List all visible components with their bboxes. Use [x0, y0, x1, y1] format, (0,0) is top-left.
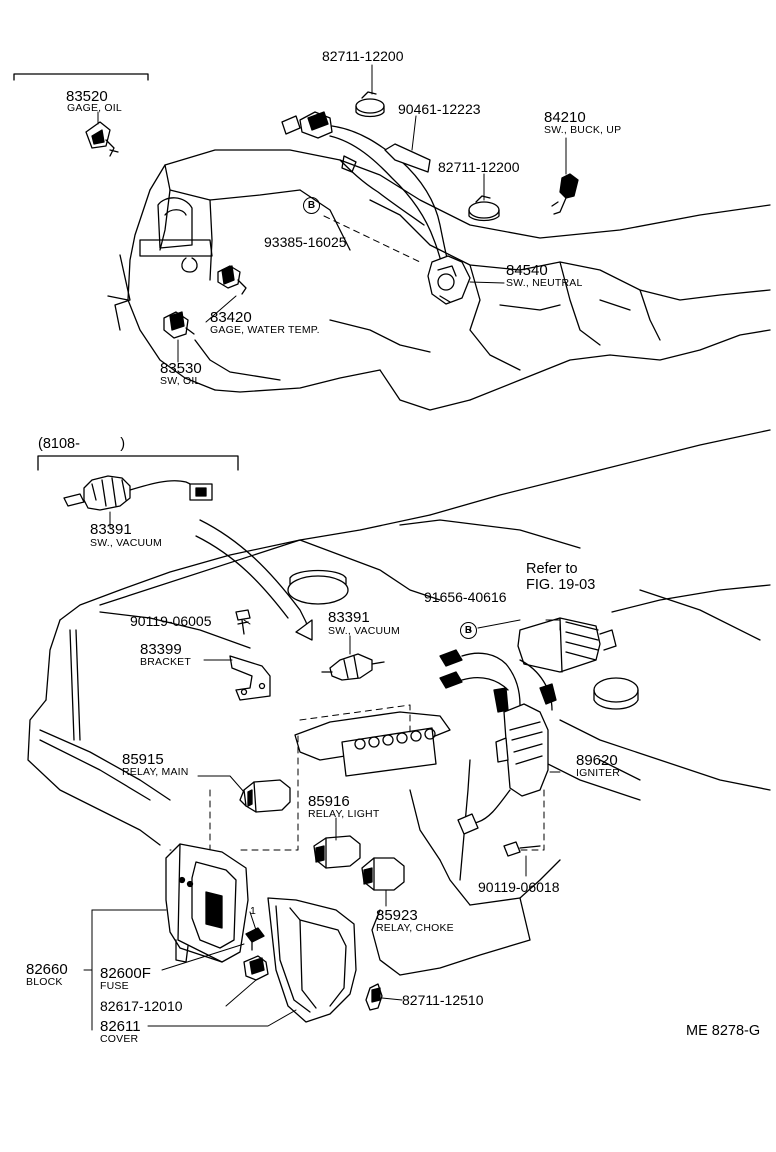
- part-number-85915: 85915: [122, 751, 164, 768]
- part-name-82600f: FUSE: [100, 980, 129, 992]
- part-name-89620: IGNITER: [576, 767, 620, 779]
- part-number-82611: 82611: [100, 1018, 141, 1035]
- engine-block-outline: [107, 149, 771, 411]
- vehicle-body-outline: [27, 429, 771, 976]
- fuse-part: [245, 927, 265, 951]
- backup-switch-part: [551, 173, 579, 215]
- callout-b-top: B: [303, 197, 320, 214]
- part-name-83530: SW, OIL: [160, 375, 201, 387]
- part-number-83530: 83530: [160, 360, 202, 377]
- part-number-84540: 84540: [506, 262, 548, 279]
- light-relay-part: [313, 835, 361, 869]
- refer-to-line-2: FIG. 19-03: [526, 577, 596, 593]
- part-number-90119-06018: 90119-06018: [478, 879, 560, 895]
- clamp-part: [468, 195, 500, 222]
- fuse-clip-part: [243, 955, 269, 981]
- choke-relay-part: [361, 857, 405, 891]
- part-name-85916: RELAY, LIGHT: [308, 808, 380, 820]
- part-number-82600f: 82600F: [100, 965, 151, 982]
- bolt-part: [503, 841, 541, 857]
- part-number-82617-12010: 82617-12010: [100, 998, 183, 1014]
- oil-gage-sender-part: [85, 121, 119, 157]
- water-temp-gage-part: [217, 265, 247, 295]
- vacuum-switch-inset-part: [63, 475, 213, 511]
- part-name-85915: RELAY, MAIN: [122, 766, 189, 778]
- part-number-93385-16025: 93385-16025: [264, 234, 347, 250]
- part-number-89620: 89620: [576, 752, 618, 769]
- part-name-84540: SW., NEUTRAL: [506, 277, 583, 289]
- igniter-part: [439, 649, 557, 835]
- connector-part: [517, 617, 617, 673]
- part-name-83399: BRACKET: [140, 656, 191, 668]
- clamp-part: [355, 91, 385, 118]
- part-number-90461-12223: 90461-12223: [398, 101, 481, 117]
- fuse-quantity: 1: [250, 905, 257, 917]
- part-number-83520: 83520: [66, 88, 108, 105]
- part-number-83391: 83391: [328, 609, 370, 626]
- part-number-82711-12200-b: 82711-12200: [438, 159, 520, 175]
- part-number-85916: 85916: [308, 793, 350, 810]
- bracket-part: [229, 655, 271, 701]
- location-arrow: [195, 519, 313, 641]
- part-name-83391: SW., VACUUM: [328, 625, 401, 637]
- part-number-82711-12510: 82711-12510: [402, 992, 484, 1008]
- part-name-83520: GAGE, OIL: [67, 102, 122, 114]
- part-number-84210: 84210: [544, 109, 586, 126]
- part-name-83391-inset: SW., VACUUM: [90, 537, 163, 549]
- part-number-83399: 83399: [140, 641, 182, 658]
- part-number-90119-06005: 90119-06005: [130, 613, 212, 629]
- fuse-cover-part: [267, 897, 357, 1023]
- vacuum-switch-part: [321, 653, 385, 681]
- date-range-bracket-label: (8108- ): [38, 436, 126, 452]
- leader-lines: [97, 64, 567, 363]
- neutral-switch-harness: [281, 111, 471, 305]
- refer-to-line-1: Refer to: [526, 561, 578, 577]
- part-number-85923: 85923: [376, 907, 418, 924]
- part-number-83391-inset: 83391: [90, 521, 132, 538]
- part-name-83420: GAGE, WATER TEMP.: [210, 324, 320, 336]
- part-name-84210: SW., BUCK, UP: [544, 124, 622, 136]
- date-bracket-line: [37, 455, 239, 471]
- part-number-82711-12200-a: 82711-12200: [322, 48, 404, 64]
- clamp-part: [365, 983, 383, 1011]
- part-number-83420: 83420: [210, 309, 252, 326]
- part-number-91656-40616: 91656-40616: [424, 589, 507, 605]
- part-number-82660: 82660: [26, 961, 68, 978]
- part-name-85923: RELAY, CHOKE: [376, 922, 454, 934]
- part-name-82660: BLOCK: [26, 976, 63, 988]
- top-left-bracket: [13, 73, 149, 81]
- main-relay-part: [239, 779, 291, 813]
- part-name-82611: COVER: [100, 1033, 139, 1045]
- leader-lines: [83, 619, 561, 1031]
- bolt-part: [235, 609, 251, 635]
- fuse-block-part: [165, 843, 249, 963]
- drawing-code: ME 8278-G: [686, 1023, 761, 1039]
- callout-b-bottom: B: [460, 622, 477, 639]
- oil-switch-part: [163, 311, 195, 339]
